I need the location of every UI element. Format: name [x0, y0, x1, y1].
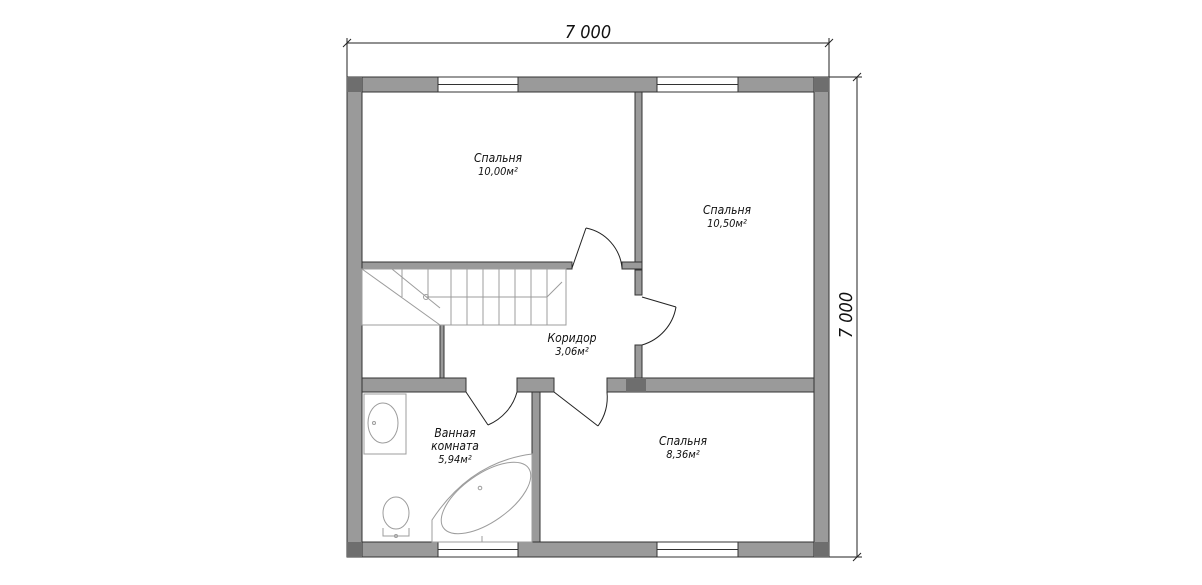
room-bedroom-bottom-right: Спальня 8,36м² — [659, 434, 708, 461]
dimension-top — [342, 38, 834, 77]
column — [626, 378, 646, 392]
dimension-right-label: 7 000 — [836, 292, 857, 338]
room-name: Спальня — [703, 203, 752, 217]
room-area: 8,36м² — [666, 448, 699, 461]
windows — [437, 76, 739, 558]
interior-walls — [361, 91, 815, 543]
sink — [363, 393, 407, 455]
doors — [465, 227, 677, 427]
bathroom-fixtures — [363, 393, 533, 543]
room-bedroom-top-left: Спальня 10,00м² — [474, 151, 523, 178]
room-area: 10,00м² — [478, 165, 518, 178]
room-bedroom-right: Спальня 10,50м² — [703, 203, 752, 230]
room-name: Спальня — [659, 434, 708, 448]
wall-corners — [347, 77, 829, 557]
room-name-line2: комната — [431, 439, 479, 453]
room-corridor: Коридор 3,06м² — [547, 331, 596, 358]
dimension-top-label: 7 000 — [565, 22, 611, 43]
toilet — [382, 496, 410, 538]
room-area: 5,94м² — [438, 453, 471, 466]
room-area: 10,50м² — [707, 217, 747, 230]
room-area: 3,06м² — [555, 345, 588, 358]
room-bathroom: Ванная комната 5,94м² — [431, 426, 479, 466]
room-name: Спальня — [474, 151, 523, 165]
bathtub — [431, 453, 533, 543]
room-name: Коридор — [547, 331, 596, 345]
dimension-right — [829, 72, 862, 562]
room-name-line1: Ванная — [434, 426, 476, 440]
staircase — [361, 268, 567, 326]
